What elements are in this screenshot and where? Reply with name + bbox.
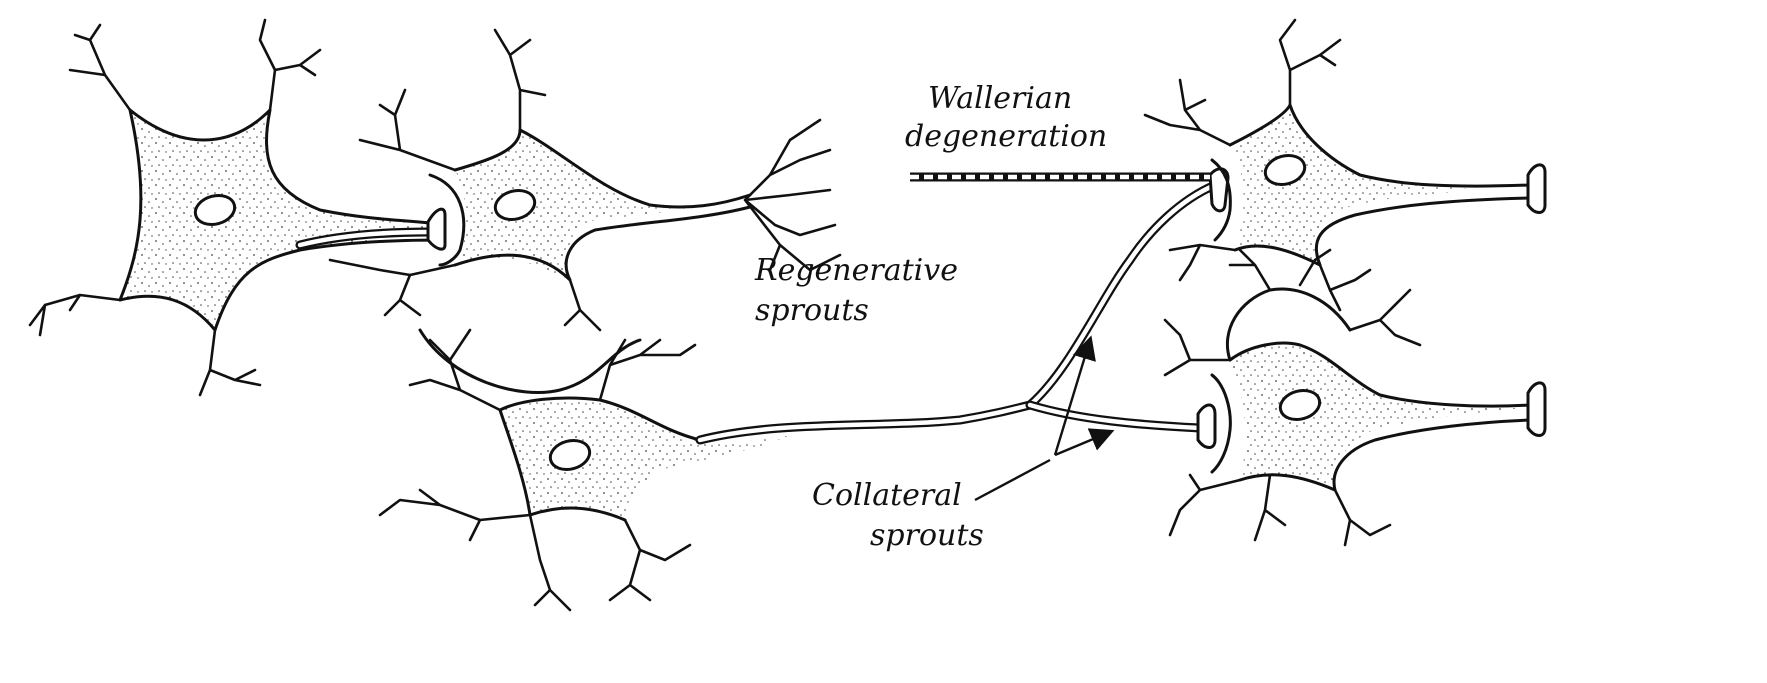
wallerian-label-line1: Wallerian [928,81,1072,116]
neuron-right-lower-axon-terminal [1528,383,1545,436]
collateral-label-line2: sprouts [870,518,984,553]
neuron-right-lower [1165,250,1545,545]
wallerian-label-line2: degeneration [905,119,1107,154]
neuron-right-lower-cell-body [1230,343,1525,490]
neuron-left [30,20,445,395]
axon-left-terminal [428,209,445,249]
collateral-label-line1: Collateral [812,478,962,513]
neuron-right-upper-axon-terminal [1528,165,1545,213]
neuron-center-upper [330,30,750,330]
neuron-center-lower [380,330,790,610]
regenerative-label-line2: sprouts [755,293,869,328]
regenerative-label-line1: Regenerative [754,253,958,288]
regenerative-sprouts [745,120,840,270]
collateral-terminal-lower [1198,405,1215,448]
neuron-right-upper [1145,20,1545,310]
